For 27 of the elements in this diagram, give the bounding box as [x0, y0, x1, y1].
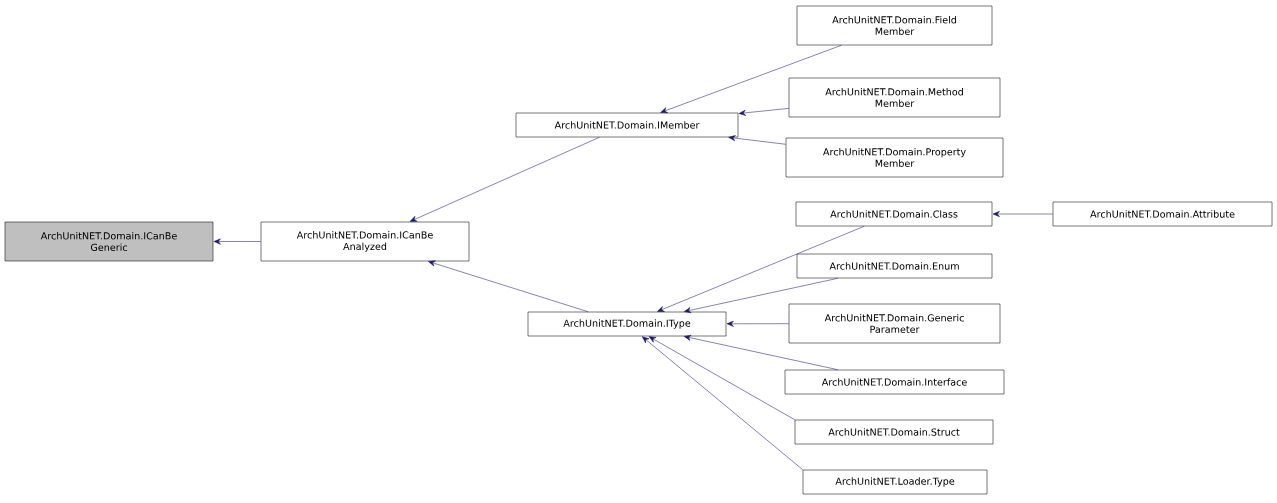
class-box: ArchUnitNET.Domain.Class — [795, 201, 993, 227]
inheritance-arrow — [409, 137, 600, 222]
class-box: ArchUnitNET.Domain.ICanBe Generic — [4, 221, 214, 262]
inheritance-arrow — [683, 278, 839, 314]
class-box: ArchUnitNET.Domain.Generic Parameter — [788, 303, 1001, 344]
inheritance-arrow — [738, 108, 789, 116]
class-box: ArchUnitNET.Domain.Attribute — [1052, 201, 1273, 227]
class-box: ArchUnitNET.Domain.Method Member — [788, 77, 1001, 118]
inheritance-arrow — [683, 334, 839, 370]
inheritance-arrow — [657, 226, 865, 312]
class-box: ArchUnitNET.Domain.Property Member — [785, 137, 1004, 178]
inheritance-arrow — [660, 45, 842, 114]
inheritance-arrow — [213, 238, 261, 245]
class-box: ArchUnitNET.Domain.Enum — [796, 253, 993, 279]
inheritance-arrow — [728, 135, 786, 145]
class-box: ArchUnitNET.Domain.ICanBe Analyzed — [260, 221, 470, 262]
class-box: ArchUnitNET.Domain.Struct — [794, 419, 994, 445]
class-box: ArchUnitNET.Domain.IMember — [515, 112, 739, 138]
class-box: ArchUnitNET.Loader.Type — [802, 469, 988, 495]
inheritance-arrow — [642, 336, 803, 470]
inheritance-arrow — [726, 320, 789, 327]
class-box: ArchUnitNET.Domain.Field Member — [796, 5, 993, 46]
class-box: ArchUnitNET.Domain.Interface — [784, 369, 1005, 395]
class-box: ArchUnitNET.Domain.IType — [527, 311, 727, 337]
inheritance-arrow — [648, 336, 795, 420]
inheritance-arrow — [428, 260, 589, 312]
inheritance-arrow — [992, 211, 1053, 217]
